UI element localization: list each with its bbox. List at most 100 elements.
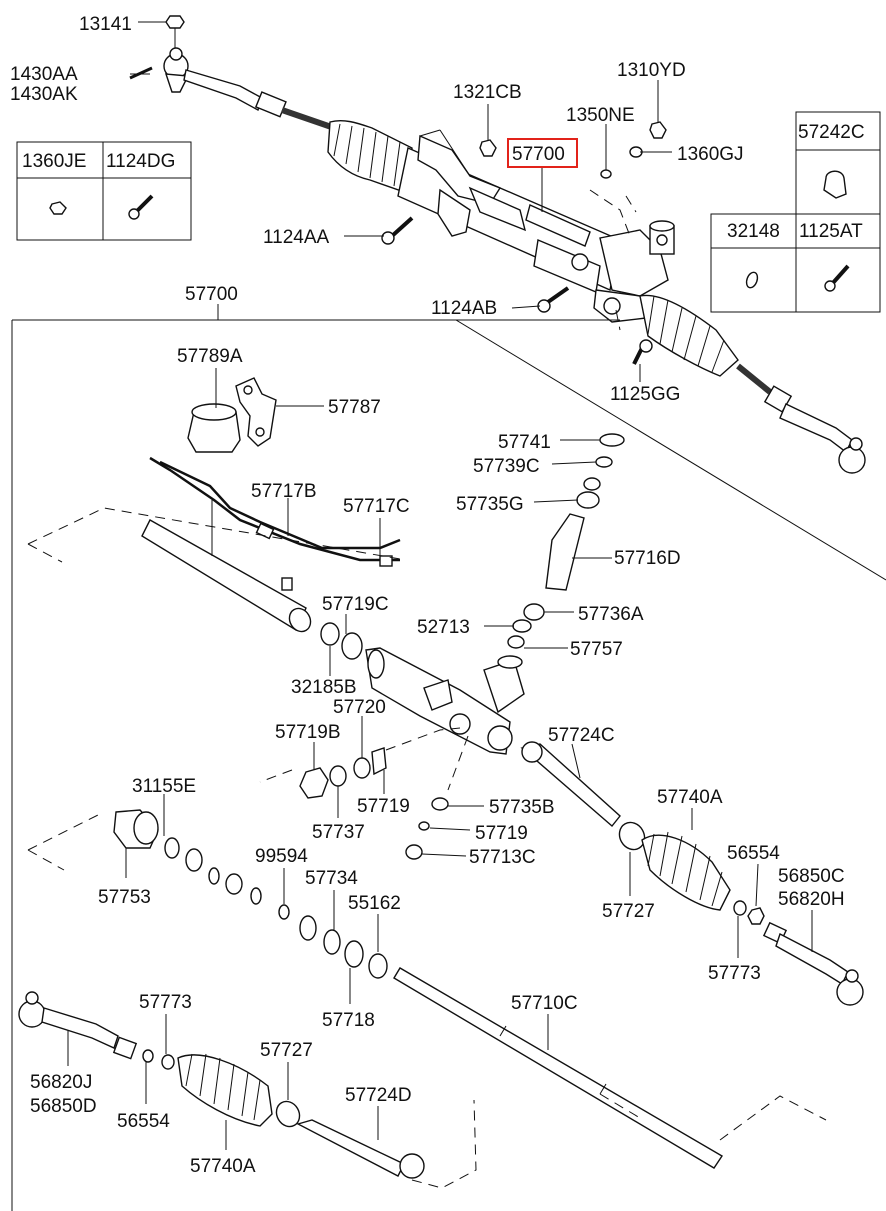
o-ring-icon xyxy=(745,271,759,289)
label-57720: 57720 xyxy=(333,697,386,718)
box-cell-32148: 32148 xyxy=(727,221,780,242)
label-57717C: 57717C xyxy=(343,496,410,517)
label-57727-left: 57727 xyxy=(260,1040,313,1061)
ring-part-32185B xyxy=(320,622,340,646)
label-57713C: 57713C xyxy=(469,847,536,868)
label-57753: 57753 xyxy=(98,887,151,908)
assembly-frame-top xyxy=(12,319,886,581)
seal-part-57735G xyxy=(576,491,600,509)
clip-part-57773-r xyxy=(733,900,747,916)
label-57736A: 57736A xyxy=(578,604,644,625)
box-cell-1124DG: 1124DG xyxy=(106,151,175,172)
label-57734: 57734 xyxy=(305,868,358,889)
label-1310YD: 1310YD xyxy=(617,60,686,81)
label-31155E: 31155E xyxy=(132,776,196,797)
nut-part-1321CB xyxy=(479,139,497,157)
nut-icon xyxy=(49,201,67,215)
boot-right-top xyxy=(639,294,739,377)
label-57716D: 57716D xyxy=(614,548,681,569)
label-99594: 99594 xyxy=(255,846,308,867)
ring-part-57734 xyxy=(323,929,341,955)
bolt-part-1124AA xyxy=(381,216,414,245)
label-57773-left: 57773 xyxy=(139,992,192,1013)
clamp-part-57727-r xyxy=(618,821,646,851)
label-57735G: 57735G xyxy=(456,494,524,515)
clip-part-57773-l xyxy=(161,1054,175,1070)
bolt-part-1125GG xyxy=(632,339,653,365)
box-cell-57242C: 57242C xyxy=(798,122,865,143)
label-57739C: 57739C xyxy=(473,456,540,477)
washer-part-1350NE xyxy=(600,169,612,179)
tie-rod-end-56820J xyxy=(18,1000,46,1028)
ring-part-57757 xyxy=(507,635,525,649)
nut-part-1310YD xyxy=(649,121,667,139)
label-56554-left: 56554 xyxy=(117,1111,170,1132)
label-1350NE: 1350NE xyxy=(566,105,635,126)
boot-part-57740A-left xyxy=(177,1053,273,1127)
fitting-part-57713C xyxy=(405,844,423,860)
hardware-box-1360JE-1124DG: 1360JE 1124DG xyxy=(16,141,192,241)
bracket-part-57787 xyxy=(235,377,277,447)
label-57710C: 57710C xyxy=(511,993,578,1014)
label-57700-top: 57700 xyxy=(512,144,565,165)
label-57719-b: 57719 xyxy=(475,823,528,844)
label-57789A: 57789A xyxy=(177,346,243,367)
bolt-icon xyxy=(128,194,154,220)
label-57740A-right: 57740A xyxy=(657,787,723,808)
label-1124AB: 1124AB xyxy=(431,298,497,319)
tie-rod-end-right-top xyxy=(838,446,866,474)
label-57735B: 57735B xyxy=(489,797,555,818)
label-13141: 13141 xyxy=(79,14,132,35)
label-52713: 52713 xyxy=(417,617,470,638)
nut-part-56554-l xyxy=(142,1049,154,1063)
label-1321CB: 1321CB xyxy=(453,82,522,103)
label-1125GG: 1125GG xyxy=(610,384,680,405)
label-57727-right: 57727 xyxy=(602,901,655,922)
nut-part-56554-r xyxy=(747,907,765,925)
hardware-box-57242C: 57242C xyxy=(795,111,881,215)
ring-part-57737 xyxy=(329,765,347,787)
washer-part-57741 xyxy=(599,433,625,447)
label-1430AA: 1430AA xyxy=(10,64,78,85)
box-cell-1360JE: 1360JE xyxy=(22,151,86,172)
label-57719-a: 57719 xyxy=(357,796,410,817)
label-1124AA: 1124AA xyxy=(263,227,330,248)
seal-part-55162 xyxy=(368,953,388,979)
top-assembly xyxy=(129,15,866,474)
label-56850D: 56850D xyxy=(30,1096,97,1117)
label-56820J: 56820J xyxy=(30,1072,92,1093)
bolt-part-1124AB xyxy=(537,286,570,313)
label-56850C: 56850C xyxy=(778,866,845,887)
box-cell-1125AT: 1125AT xyxy=(799,221,863,242)
cylinder-tube xyxy=(141,519,307,632)
label-56554-right: 56554 xyxy=(727,843,780,864)
part-labels: 13141 1430AA 1430AK 1321CB 1310YD 1350NE… xyxy=(10,14,845,1177)
label-57724D: 57724D xyxy=(345,1085,412,1106)
label-57741: 57741 xyxy=(498,432,551,453)
label-57724C: 57724C xyxy=(548,725,615,746)
label-32185B: 32185B xyxy=(291,677,357,698)
boot-left-top xyxy=(327,119,413,195)
seal-part-57735B xyxy=(431,797,449,811)
label-57719C: 57719C xyxy=(322,594,389,615)
label-1430AK: 1430AK xyxy=(10,84,78,105)
ring-part-57718 xyxy=(344,940,364,968)
bolt-icon xyxy=(824,264,850,292)
pinion-shaft-57716D xyxy=(545,513,585,591)
label-55162: 55162 xyxy=(348,893,401,914)
ring-part-57736A xyxy=(523,603,545,621)
exploded-components xyxy=(18,368,864,1189)
label-57757: 57757 xyxy=(570,639,623,660)
label-57700-main: 57700 xyxy=(185,284,238,305)
inner-tie-rod-57724D xyxy=(296,1119,405,1177)
ring-part-52713 xyxy=(512,619,532,633)
ring-part-57720 xyxy=(353,757,371,779)
label-57740A-left: 57740A xyxy=(190,1156,256,1177)
label-57719B: 57719B xyxy=(275,722,341,743)
hardware-box-32148-1125AT: 32148 1125AT xyxy=(710,213,881,313)
label-57717B: 57717B xyxy=(251,481,317,502)
label-1360GJ: 1360GJ xyxy=(677,144,744,165)
label-57737: 57737 xyxy=(312,822,365,843)
